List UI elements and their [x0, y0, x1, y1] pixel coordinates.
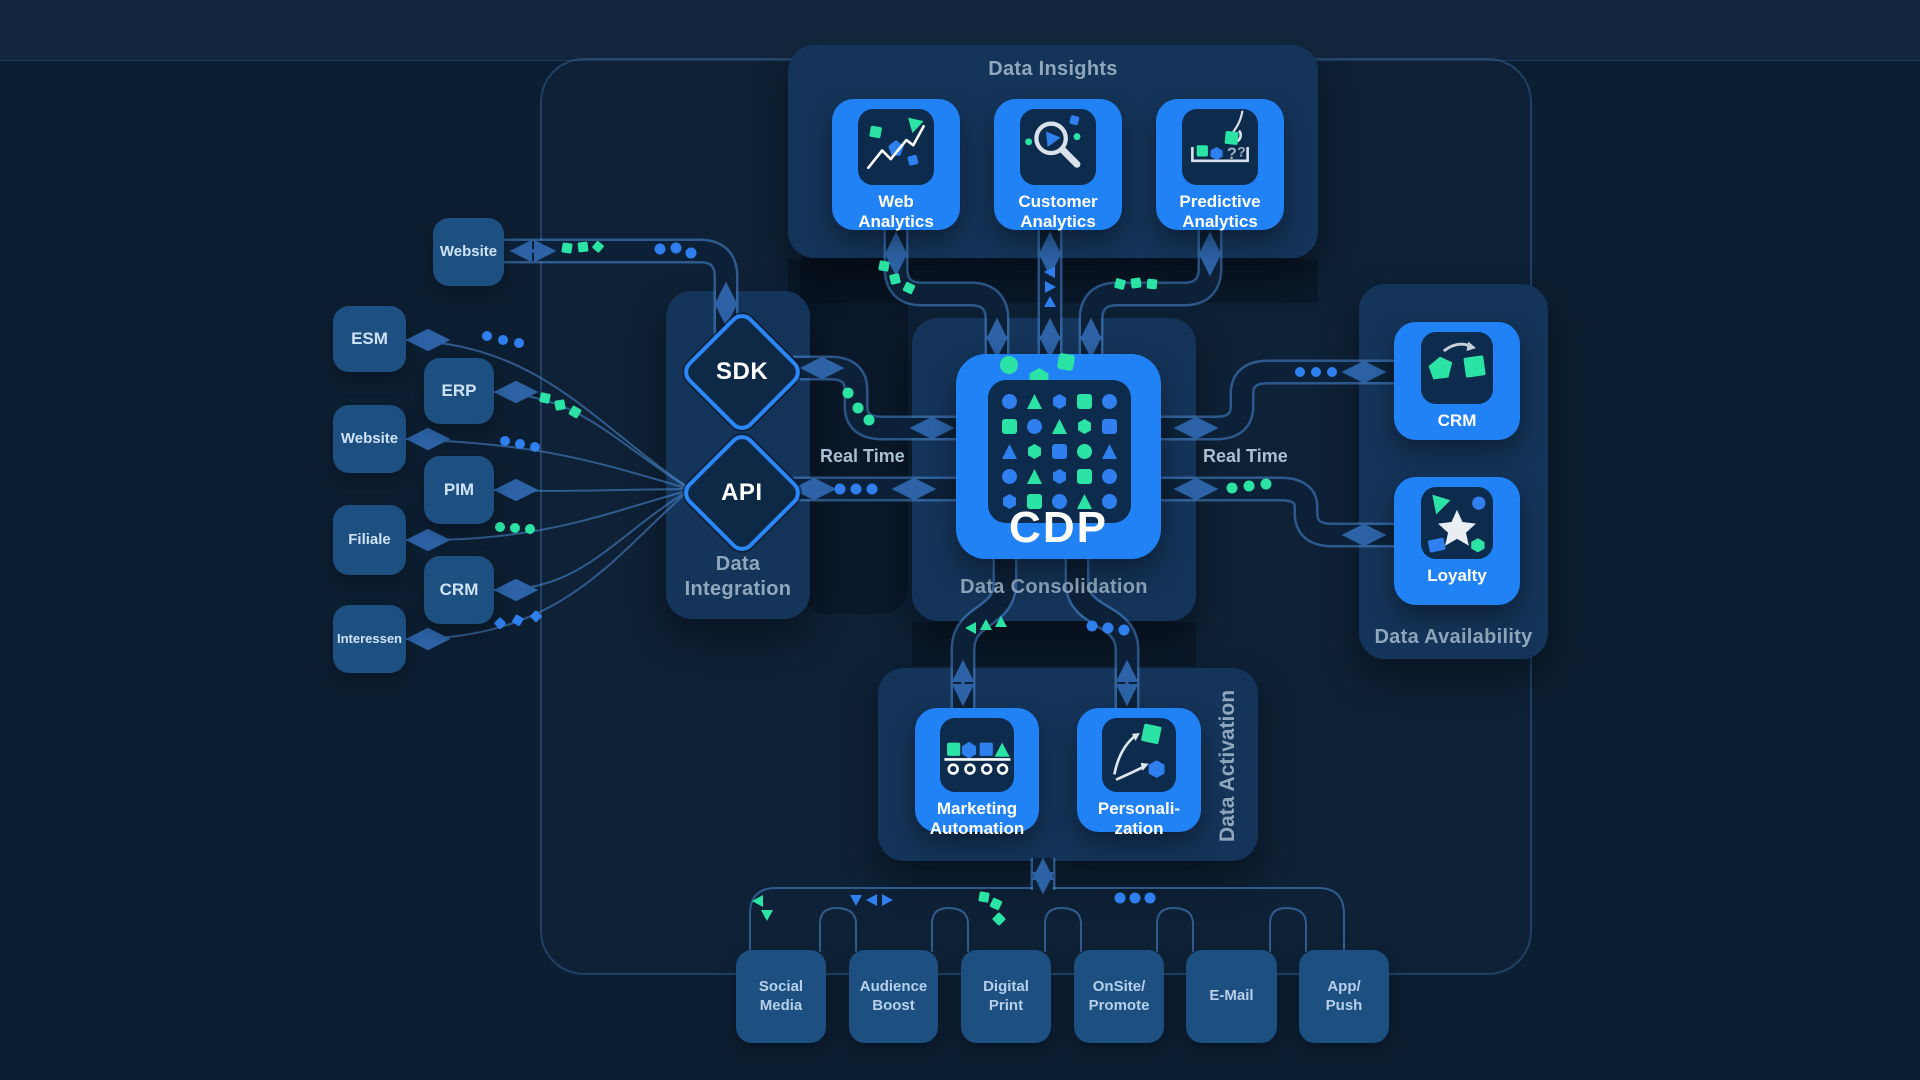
floating-circle-icon	[1000, 356, 1018, 374]
availability-crm: CRM	[1394, 322, 1520, 440]
source-filiale: Filiale	[333, 505, 406, 575]
availability-loyalty: Loyalty	[1394, 477, 1520, 605]
activation-label: Marketing Automation	[929, 799, 1025, 839]
cdp-grid-shape	[1002, 419, 1017, 434]
output-onsite-promote: OnSite/ Promote	[1074, 950, 1164, 1043]
activation-label: Personali- zation	[1097, 799, 1181, 839]
output-digital-print: Digital Print	[961, 950, 1051, 1043]
panel-title-data-insights: Data Insights	[988, 58, 1118, 80]
output-email: E-Mail	[1186, 950, 1277, 1043]
cdp-grid-shape	[1052, 444, 1067, 459]
cdp-grid-shape	[1102, 444, 1117, 459]
panel-title-data-activation: Data Activation	[1216, 689, 1239, 843]
source-pim: PIM	[424, 456, 494, 524]
insight-predictive-analytics: ? ? Predictive Analytics	[1156, 99, 1284, 232]
output-app-push: App/ Push	[1299, 950, 1389, 1043]
cdp-grid-shape	[1027, 469, 1042, 484]
cdp-grid-shape	[1027, 494, 1042, 509]
api-label: API	[721, 478, 763, 506]
svg-text:?: ?	[1237, 144, 1245, 160]
cdp-grid-shape	[1027, 394, 1042, 409]
crm-sync-icon	[1421, 332, 1493, 404]
cdp-grid-shape	[1052, 419, 1067, 434]
cdp-grid-shape	[1077, 444, 1092, 459]
cdp-shape-grid-icon	[988, 380, 1131, 523]
insight-label: Predictive Analytics	[1179, 192, 1261, 232]
web-analytics-icon	[858, 109, 934, 185]
customer-analytics-icon	[1020, 109, 1096, 185]
predictive-analytics-icon: ? ?	[1182, 109, 1258, 185]
cdp-grid-shape	[1078, 419, 1091, 434]
cdp-grid-shape	[1002, 469, 1017, 484]
marketing-automation-icon	[940, 718, 1014, 792]
output-social-media: Social Media	[736, 950, 826, 1043]
availability-label: CRM	[1437, 411, 1477, 430]
cdp-label: CDP	[1009, 503, 1108, 552]
cdp-grid-shape	[1053, 394, 1066, 409]
source-interessen: Interessen	[333, 605, 406, 673]
loyalty-star-icon	[1421, 487, 1493, 559]
insight-web-analytics: Web Analytics	[832, 99, 960, 232]
personalization-icon	[1102, 718, 1176, 792]
real-time-label-right: Real Time	[1203, 446, 1288, 466]
cdp-grid-shape	[1102, 394, 1117, 409]
source-erp: ERP	[424, 358, 494, 424]
sdk-label: SDK	[715, 357, 769, 385]
floating-square-icon	[1056, 352, 1076, 372]
source-website: Website	[333, 405, 406, 473]
output-bus	[749, 887, 1345, 952]
real-time-label-left: Real Time	[820, 446, 905, 466]
activation-personalization: Personali- zation	[1077, 708, 1201, 838]
svg-text:?: ?	[1227, 145, 1237, 163]
cdp-grid-shape	[1077, 469, 1092, 484]
availability-label: Loyalty	[1427, 566, 1487, 585]
cdp-grid-shape	[1003, 494, 1016, 509]
insight-customer-analytics: Customer Analytics	[994, 99, 1122, 232]
cdp-grid-shape	[1102, 469, 1117, 484]
cdp-grid-shape	[1002, 394, 1017, 409]
flow-arrows	[405, 231, 1387, 895]
panel-title-data-availability: Data Availability	[1374, 626, 1533, 648]
cdp-grid-shape	[1027, 419, 1042, 434]
output-audience-boost: Audience Boost	[849, 950, 938, 1043]
panel-title-data-integration: Data Integration	[684, 553, 792, 600]
panel-title-data-consolidation: Data Consolidation	[960, 576, 1148, 598]
source-website-top: Website	[433, 218, 504, 286]
insight-label: Web Analytics	[858, 192, 934, 232]
cdp-grid-shape	[1002, 444, 1017, 459]
cdp-grid-shape	[1102, 419, 1117, 434]
source-crm: CRM	[424, 556, 494, 624]
cdp-grid-shape	[1102, 494, 1117, 509]
cdp-grid-shape	[1077, 394, 1092, 409]
activation-marketing-automation: Marketing Automation	[915, 708, 1039, 838]
cdp-node: CDP	[956, 352, 1161, 559]
cdp-grid-shape	[1052, 494, 1067, 509]
data-particles	[482, 240, 1337, 926]
insight-label: Customer Analytics	[1018, 192, 1098, 232]
cdp-grid-shape	[1028, 444, 1041, 459]
source-esm: ESM	[333, 306, 406, 372]
cdp-grid-shape	[1053, 469, 1066, 484]
